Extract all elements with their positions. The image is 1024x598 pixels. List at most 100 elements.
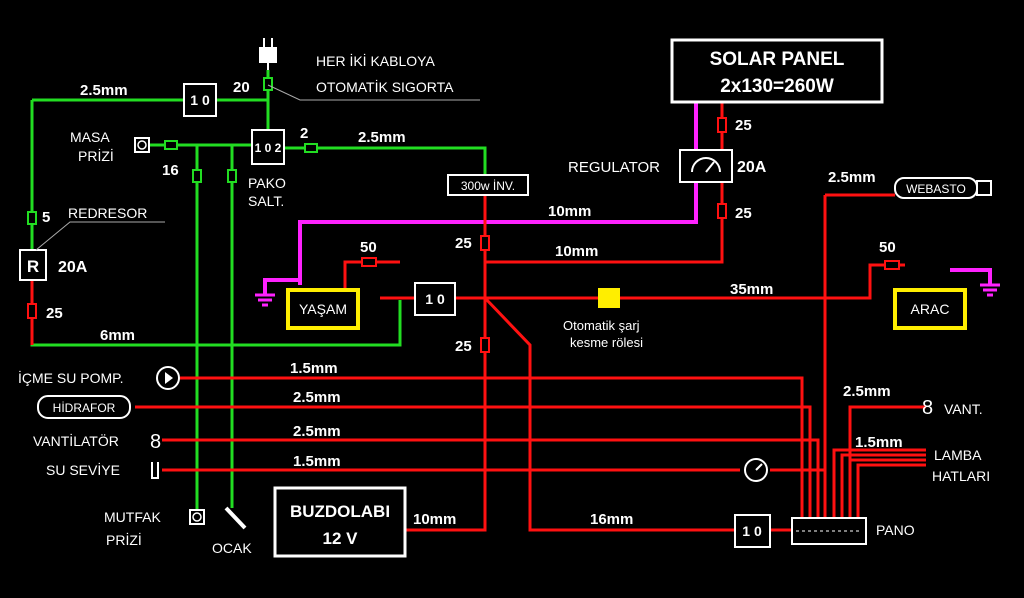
fuse-solar-label: 25 bbox=[735, 117, 752, 134]
inverter-box bbox=[447, 174, 529, 196]
pano-box bbox=[791, 517, 867, 545]
note-otomatik: OTOMATİK SIGORTA bbox=[316, 78, 454, 95]
ground-icon bbox=[980, 283, 1000, 297]
masa-label-2: PRİZİ bbox=[78, 147, 114, 164]
webasto-label: WEBASTO bbox=[906, 182, 966, 196]
svg-text:1 0: 1 0 bbox=[425, 291, 445, 307]
hidrafor-label: HİDRAFOR bbox=[53, 401, 116, 415]
auto-charge-relay bbox=[598, 288, 620, 308]
fuse-solar-25 bbox=[717, 117, 727, 133]
wire-2-5mm-webasto: 2.5mm bbox=[828, 169, 876, 186]
socket-icon bbox=[189, 509, 205, 525]
fuse-lower-25 bbox=[480, 337, 490, 353]
lamba-label: LAMBA bbox=[934, 447, 982, 463]
wire-10mm-buz: 10mm bbox=[413, 511, 456, 528]
plug-icon bbox=[259, 38, 277, 70]
lamba-label-2: HATLARI bbox=[932, 468, 990, 484]
regulator-label: REGULATOR bbox=[568, 159, 660, 176]
redresor-r: R bbox=[27, 257, 39, 276]
icme-label: İÇME SU POMP. bbox=[18, 369, 124, 386]
gauge-icon bbox=[691, 157, 721, 173]
fuse-left-25 bbox=[27, 303, 37, 319]
fuse-2-label: 2 bbox=[300, 125, 308, 142]
yasam-label: YAŞAM bbox=[299, 301, 347, 317]
buzdolabi-voltage: 12 V bbox=[323, 529, 359, 548]
fuse-16b bbox=[227, 169, 237, 183]
fuse-25-left-label: 25 bbox=[46, 305, 63, 322]
wire-2-5mm-vantilator: 2.5mm bbox=[293, 423, 341, 440]
svg-text:1 0: 1 0 bbox=[742, 523, 762, 539]
buzdolabi-box bbox=[273, 486, 407, 558]
buzdolabi-label: BUZDOLABI bbox=[290, 502, 390, 521]
hidrafor-box bbox=[37, 395, 131, 419]
fuse-inv-25 bbox=[480, 235, 490, 251]
arac-battery bbox=[893, 288, 967, 330]
red-wires bbox=[30, 100, 926, 532]
masa-label: MASA bbox=[70, 129, 110, 145]
wire-2-5mm-top: 2.5mm bbox=[80, 82, 128, 99]
fan-icon: 8 bbox=[150, 431, 161, 453]
fuse-inv-label: 25 bbox=[455, 235, 472, 252]
regulator-amp: 20A bbox=[737, 159, 767, 176]
wire-16mm: 16mm bbox=[590, 511, 633, 528]
pano-label: PANO bbox=[876, 522, 915, 538]
vantilator-label: VANTİLATÖR bbox=[33, 432, 119, 449]
socket-icon bbox=[134, 137, 150, 153]
yasam-battery bbox=[286, 288, 360, 330]
wire-1-5mm-icme: 1.5mm bbox=[290, 360, 338, 377]
wire-2-5mm-vant: 2.5mm bbox=[843, 383, 891, 400]
wire-10mm-red: 10mm bbox=[555, 243, 598, 260]
pako-label: PAKO bbox=[248, 175, 286, 191]
redresor-amp: 20A bbox=[58, 259, 88, 276]
switch-middle: 1 0 bbox=[414, 282, 456, 316]
wire-2-5mm-hidrafor: 2.5mm bbox=[293, 389, 341, 406]
switch-bottom: 1 0 bbox=[734, 514, 771, 548]
ocak-label: OCAK bbox=[212, 540, 252, 556]
mutfak-label: MUTFAK bbox=[104, 509, 161, 525]
relay-label-2: kesme rölesi bbox=[570, 335, 643, 350]
fuse-reg-25 bbox=[717, 203, 727, 219]
fuse-masa bbox=[164, 140, 178, 150]
wire-2-5mm-mid: 2.5mm bbox=[358, 129, 406, 146]
fuse-50-left bbox=[361, 257, 377, 267]
fuse-5-label: 5 bbox=[42, 209, 50, 226]
fan-icon: 8 bbox=[922, 397, 933, 419]
svg-text:1 0 2: 1 0 2 bbox=[255, 141, 282, 155]
fuse-lower-label: 25 bbox=[455, 338, 472, 355]
wire-10mm-purple: 10mm bbox=[548, 203, 591, 220]
wire-35mm: 35mm bbox=[730, 281, 773, 298]
redresor-label: REDRESOR bbox=[68, 205, 147, 221]
pako-switch: 1 0 2 bbox=[251, 129, 285, 165]
fuse-50-right bbox=[884, 260, 900, 270]
wire-1-5mm-seviye: 1.5mm bbox=[293, 453, 341, 470]
relay-label: Otomatik şarj bbox=[563, 318, 640, 333]
fuse-20-label: 20 bbox=[233, 79, 250, 96]
mutfak-label-2: PRİZİ bbox=[106, 531, 142, 548]
level-sensor-icon bbox=[151, 462, 159, 479]
wire-1-5mm-lamba: 1.5mm bbox=[855, 434, 903, 451]
pako-label-2: SALT. bbox=[248, 193, 284, 209]
vant-label: VANT. bbox=[944, 401, 983, 417]
stove-icon bbox=[224, 506, 247, 530]
arac-label: ARAC bbox=[911, 301, 950, 317]
ground-icon bbox=[255, 293, 275, 307]
fuse-2 bbox=[304, 143, 318, 153]
main-switch-top: 1 0 bbox=[183, 83, 217, 117]
redresor-box bbox=[19, 249, 47, 281]
fuse-50-left-label: 50 bbox=[360, 239, 377, 256]
fuse-16a bbox=[192, 169, 202, 183]
wire-6mm: 6mm bbox=[100, 327, 135, 344]
fuse-50-right-label: 50 bbox=[879, 239, 896, 256]
fuse-16-label: 16 bbox=[162, 162, 179, 179]
fuse-reg-label: 25 bbox=[735, 205, 752, 222]
regulator-box bbox=[679, 149, 733, 183]
fuse-5 bbox=[27, 211, 37, 225]
note-her-iki: HER İKİ KABLOYA bbox=[316, 52, 435, 69]
svg-text:1 0: 1 0 bbox=[190, 92, 210, 108]
solar-title: SOLAR PANEL bbox=[710, 49, 845, 70]
solar-panel-box bbox=[670, 38, 884, 104]
inverter-label: 300w İNV. bbox=[461, 179, 515, 193]
fuse-20 bbox=[263, 77, 273, 91]
su-seviye-label: SU SEVİYE bbox=[46, 461, 120, 478]
